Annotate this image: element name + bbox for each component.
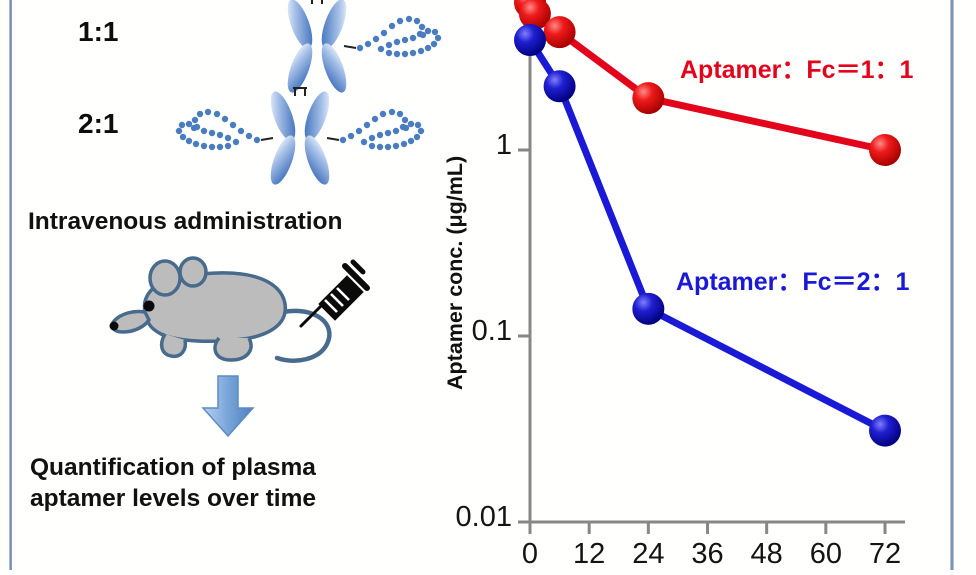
schematic-panel: 1:1 2:1 xyxy=(12,0,442,570)
x-tick-label: 0 xyxy=(521,538,539,570)
conjugate-2-1-illustration xyxy=(162,68,442,213)
administration-title: Intravenous administration xyxy=(28,208,343,235)
y-tick-label-0.1: 0.1 xyxy=(471,315,512,347)
panel-right-border xyxy=(950,0,954,570)
data-point xyxy=(869,134,901,166)
pk-chart: 1 0.1 0.01 xyxy=(420,0,950,570)
data-point xyxy=(543,70,576,103)
y-tick-label-0.01: 0.01 xyxy=(455,501,512,533)
down-arrow-icon xyxy=(197,374,259,445)
ratio-label-1-1: 1:1 xyxy=(78,16,119,47)
data-point xyxy=(543,16,576,49)
readout-line-2: aptamer levels over time xyxy=(30,485,316,513)
data-point xyxy=(632,82,665,115)
mouse-illustration xyxy=(87,240,377,375)
x-tick-label: 72 xyxy=(868,538,902,570)
panel-left-border xyxy=(9,0,12,570)
data-point xyxy=(518,0,551,30)
x-tick-label: 36 xyxy=(691,538,724,570)
readout-line-1: Quantification of plasma xyxy=(30,454,316,481)
conjugate-1-1-illustration xyxy=(252,0,442,139)
data-point xyxy=(632,292,665,325)
y-tick-label-1: 1 xyxy=(495,129,512,161)
plot-area xyxy=(514,0,905,534)
ratio-label-2-1: 2:1 xyxy=(78,108,119,139)
legend-series-1-1: Aptamer：Fc＝1：1 xyxy=(680,56,914,84)
data-point xyxy=(869,414,901,447)
legend-series-2-1: Aptamer：Fc＝2：1 xyxy=(676,268,910,296)
x-tick-label: 48 xyxy=(750,538,783,570)
x-tick-label: 24 xyxy=(632,538,665,570)
x-tick-label: 60 xyxy=(809,538,842,570)
data-point xyxy=(514,24,546,57)
readout-caption: Quantification of plasma aptamer levels … xyxy=(30,452,316,515)
x-tick-label: 12 xyxy=(573,538,606,570)
y-axis-title: Aptamer conc. (μg/mL) xyxy=(443,155,467,390)
